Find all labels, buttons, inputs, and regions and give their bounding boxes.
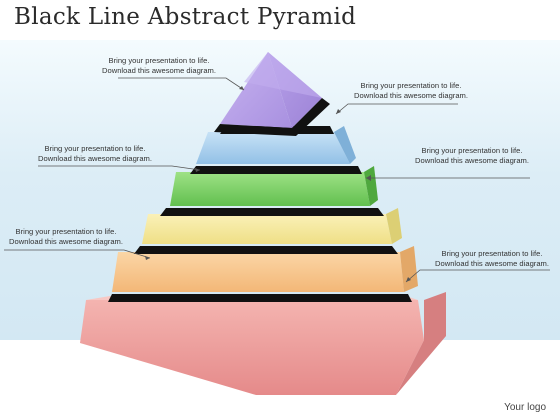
connector-line-5 xyxy=(4,249,151,259)
page-title: Black Line Abstract Pyramid xyxy=(14,4,357,30)
tier-red-rim xyxy=(108,294,412,302)
tier-apex xyxy=(220,52,322,128)
connector-line-2 xyxy=(335,103,458,115)
callout-2-line1: Bring your presentation to life. xyxy=(360,81,462,90)
connector-arrows xyxy=(145,86,411,282)
callout-5: Bring your presentation to life. Downloa… xyxy=(0,227,132,247)
callout-2: Bring your presentation to life. Downloa… xyxy=(346,81,476,101)
connector-line-6 xyxy=(405,269,550,283)
callout-3-line1: Bring your presentation to life. xyxy=(44,144,146,153)
arrow-2 xyxy=(336,109,341,114)
arrow-4 xyxy=(366,175,371,181)
logo-text: Your logo xyxy=(504,402,546,413)
callout-2-line2: Download this awesome diagram. xyxy=(354,91,468,100)
tier-blue xyxy=(196,126,356,164)
connector-line-3 xyxy=(38,165,201,171)
callout-1-line2: Download this awesome diagram. xyxy=(102,66,216,75)
callout-3-line2: Download this awesome diagram. xyxy=(38,154,152,163)
callout-6-line2: Download this awesome diagram. xyxy=(435,259,549,268)
callout-6: Bring your presentation to life. Downloa… xyxy=(426,249,558,269)
callout-5-line2: Download this awesome diagram. xyxy=(9,237,123,246)
tier-orange xyxy=(112,246,418,292)
tier-green-rim xyxy=(190,166,362,174)
callout-1-line1: Bring your presentation to life. xyxy=(108,56,210,65)
connector-lines xyxy=(4,77,550,283)
tier-yellow-rim xyxy=(160,208,384,216)
callout-5-line1: Bring your presentation to life. xyxy=(15,227,117,236)
callout-3: Bring your presentation to life. Downloa… xyxy=(30,144,160,164)
arrow-6 xyxy=(406,277,411,282)
callout-6-line1: Bring your presentation to life. xyxy=(441,249,543,258)
callout-1: Bring your presentation to life. Downloa… xyxy=(94,56,224,76)
tier-orange-rim xyxy=(134,246,398,254)
arrow-5 xyxy=(145,256,150,260)
arrow-3 xyxy=(195,168,200,172)
tier-red xyxy=(80,292,446,395)
tier-green xyxy=(170,166,378,206)
callout-4-line1: Bring your presentation to life. xyxy=(421,146,523,155)
tier-apex-rim xyxy=(214,98,330,136)
callout-4-line2: Download this awesome diagram. xyxy=(415,156,529,165)
connector-line-1 xyxy=(118,77,245,91)
arrow-1 xyxy=(239,86,244,90)
tier-yellow xyxy=(142,208,402,244)
callout-4: Bring your presentation to life. Downloa… xyxy=(404,146,540,166)
